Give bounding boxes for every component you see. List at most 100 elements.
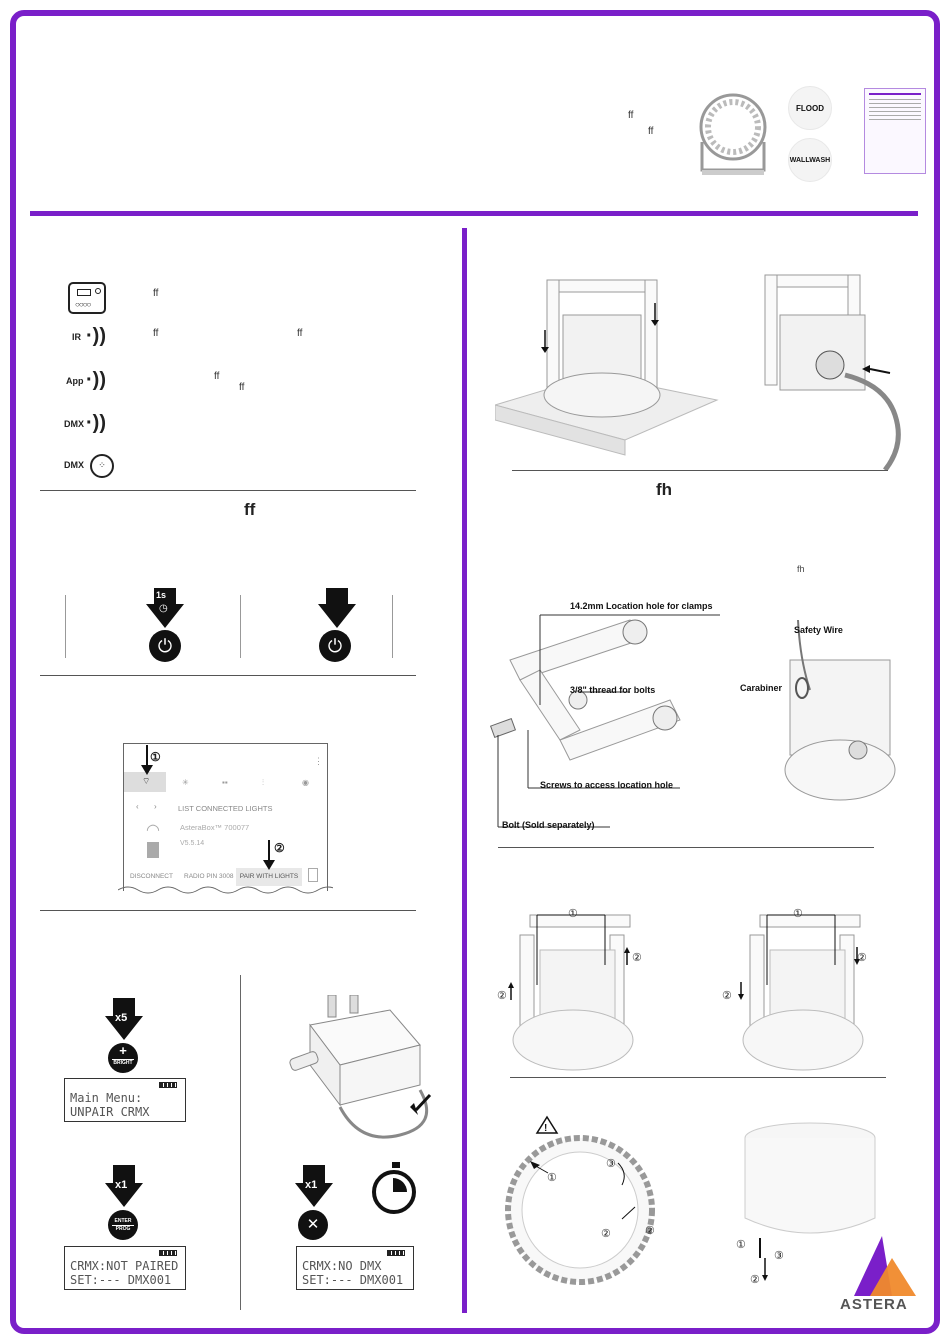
section-divider [40, 910, 416, 911]
app-wireless-icon: ·)) [86, 369, 106, 391]
hold-time-label: 1s [156, 590, 167, 600]
control-panel-desc: ff [153, 288, 159, 299]
hold-press-arrow-icon [146, 588, 184, 628]
thread-callout: 3/8" thread for bolts [570, 685, 656, 695]
panel-divider [240, 975, 241, 1310]
ir-desc-b: ff [297, 328, 303, 339]
screws-callout: Screws to access location hole [540, 780, 674, 790]
power-heading-ligature: ff [244, 500, 256, 519]
mounting-ligature: fh [797, 564, 805, 574]
section-divider [498, 847, 874, 848]
stopwatch-icon [372, 1162, 416, 1214]
disconnect-button[interactable]: DISCONNECT [130, 873, 173, 880]
safety-wire-illustration [784, 620, 896, 801]
bracket-unlock-illustration [738, 914, 864, 1071]
power-button-icon[interactable]: ⏻ [149, 630, 181, 662]
lcd-line-1: CRMX:NOT PAIRED [70, 1259, 179, 1273]
lcd-line-2: SET:--- DMX001 [70, 1273, 172, 1287]
asterabox-icon: ◠ [140, 823, 166, 860]
press-arrow-icon [105, 1165, 143, 1207]
bright-plus-button[interactable]: + BRIGHT [108, 1043, 138, 1073]
bolt-callout: Bolt (Sold separately) [502, 820, 595, 830]
step-2-callout: ② [857, 952, 867, 964]
ir-label: IR [72, 332, 81, 342]
app-label: App [66, 376, 84, 386]
wifi-tab[interactable] [124, 772, 166, 792]
header-ligature-a: ff [628, 110, 634, 121]
fixture-cable-illustration [764, 274, 901, 470]
page-frame [10, 10, 940, 1334]
pair-with-lights-button[interactable]: PAIR WITH LIGHTS [236, 868, 302, 886]
grid-icon[interactable]: ▪▪ [222, 778, 228, 787]
press-count-bright: x5 [115, 1012, 128, 1024]
press-count-box: x1 [305, 1179, 318, 1191]
bracket-lock-illustration [508, 914, 634, 1071]
sliders-icon[interactable]: ⫶ [262, 778, 264, 787]
panel-divider [392, 595, 393, 658]
back-icon[interactable]: ‹ [136, 802, 139, 811]
lcd-display: CRMX:NO DMX SET:--- DMX001 [296, 1246, 414, 1290]
app-desc-b: ff [239, 382, 245, 393]
section-divider [512, 470, 888, 471]
control-panel-icon: ○○○○ [68, 282, 106, 314]
device-version: V5.5.14 [180, 840, 205, 847]
battery-icon [387, 1250, 405, 1256]
bright-label: BRIGHT [112, 1059, 134, 1066]
flood-label: FLOOD [796, 104, 824, 113]
lcd-display: CRMX:NOT PAIRED SET:--- DMX001 [64, 1246, 186, 1290]
settings-icon[interactable]: ✳ [182, 778, 189, 787]
section-divider [40, 490, 416, 491]
palette-icon[interactable]: ◉ [302, 778, 309, 787]
dmx-xlr-icon: ⁘ [90, 454, 114, 478]
radio-pin-button[interactable]: RADIO PIN 3008 [184, 873, 234, 880]
dmx-xlr-label: DMX [64, 460, 84, 470]
mounting-heading-ligature: fh [656, 480, 673, 499]
app-desc-a: ff [214, 371, 220, 382]
prog-label: PROG [112, 1225, 134, 1232]
fixture-front-illustration [699, 93, 767, 175]
header-divider [30, 211, 918, 216]
step-2-callout: ② [601, 1228, 611, 1240]
panel-divider [240, 595, 241, 658]
step-2-callout: ② [497, 990, 507, 1002]
press-count-enter: x1 [115, 1179, 128, 1191]
power-button-icon[interactable]: ⏻ [319, 630, 351, 662]
carabiner-callout: Carabiner [740, 683, 783, 693]
flood-optic-badge: FLOOD [788, 86, 832, 130]
step-2-callout: ② [645, 1225, 655, 1237]
astera-logo [854, 1236, 916, 1296]
panel-divider [65, 595, 66, 658]
box-button-icon[interactable]: ✕ [298, 1210, 328, 1240]
step-2-callout: ② [632, 952, 642, 964]
dmx-wireless-icon: ·)) [86, 412, 106, 434]
step-2-callout: ② [274, 841, 285, 855]
section-divider [510, 1077, 886, 1078]
menu-icon[interactable]: ⋮ [314, 756, 323, 766]
step-1-callout: ① [736, 1239, 746, 1251]
enter-label: ENTER [114, 1218, 132, 1224]
lcd-line-1: CRMX:NO DMX [302, 1259, 382, 1273]
safety-wire-callout: Safety Wire [794, 625, 843, 635]
lens-removal-illustration [744, 1122, 876, 1281]
step-2-callout: ② [722, 990, 732, 1002]
trash-icon[interactable] [308, 868, 318, 882]
column-divider [462, 228, 467, 1313]
forward-icon[interactable]: › [154, 802, 157, 811]
section-divider [40, 675, 416, 676]
lcd-display: Main Menu: UNPAIR CRMX [64, 1078, 186, 1122]
step-2-callout: ② [750, 1274, 760, 1286]
step-1-callout: ① [568, 908, 578, 920]
asterabox-illustration [289, 995, 432, 1139]
lcd-line-2: UNPAIR CRMX [70, 1105, 150, 1119]
bracket-illustration [489, 614, 720, 828]
lcd-line-1: Main Menu: [70, 1091, 143, 1105]
device-name: AsteraBox™ 700077 [180, 823, 250, 832]
enter-prog-button[interactable]: ENTER PROG [108, 1210, 138, 1240]
list-title: LIST CONNECTED LIGHTS [178, 804, 273, 813]
ir-icon: ·)) [86, 325, 106, 347]
header-ligature-b: ff [648, 126, 654, 137]
svg-text:!: ! [544, 1123, 547, 1134]
press-arrow-icon [295, 1165, 333, 1207]
wallwash-label: WALLWASH [789, 157, 831, 164]
step-1-callout: ① [793, 908, 803, 920]
